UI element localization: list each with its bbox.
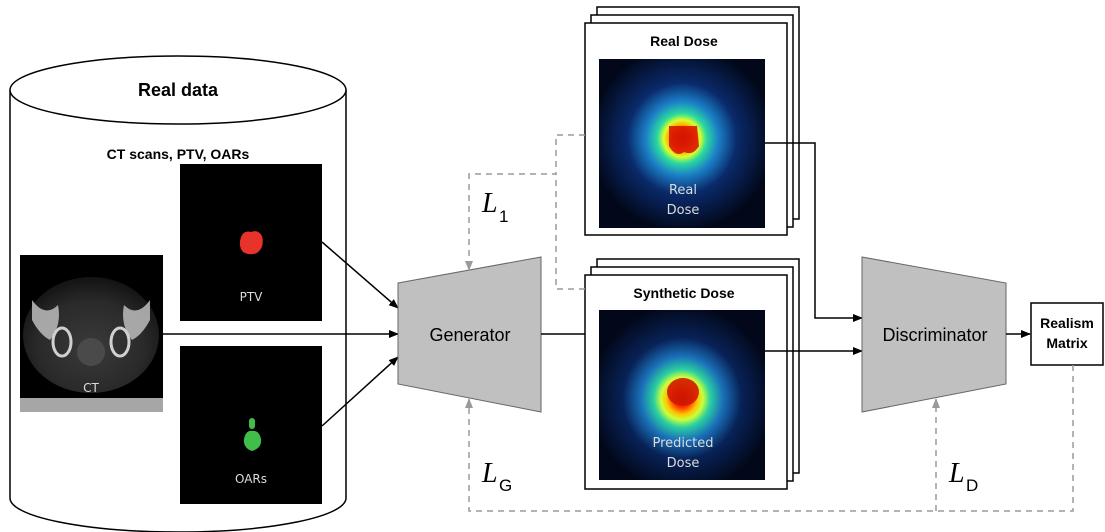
loss-l1-symbol: L [481, 188, 498, 219]
generator-label: Generator [429, 325, 510, 345]
ct-label: CT [83, 381, 99, 395]
oars-image: OARs [180, 346, 322, 504]
loss-ld-label: L D [948, 458, 978, 495]
loss-paths [465, 134, 1074, 512]
realism-matrix-line1: Realism [1040, 315, 1094, 331]
arrow-oars-to-generator [321, 356, 399, 427]
l1-path-synthetic [555, 174, 585, 290]
discriminator-shape [861, 256, 1007, 413]
loss-l1-label: L 1 [481, 188, 508, 226]
loss-ld-subscript: D [966, 476, 978, 495]
ct-femur-right [109, 326, 131, 358]
real-dose-image-line2: Dose [667, 203, 700, 218]
realism-matrix-line2: Matrix [1046, 335, 1087, 351]
realism-matrix-frame [1030, 302, 1104, 366]
oars-bladder [243, 430, 262, 451]
generator-block: Generator [397, 256, 542, 413]
input-arrows [163, 241, 399, 427]
ptv-label: PTV [240, 290, 264, 304]
loss-lg-label: L G [481, 458, 512, 495]
oars-label: OARs [235, 472, 267, 486]
ct-table [20, 398, 163, 412]
synthetic-dose-core [667, 378, 699, 406]
real-dose-stack: Real Dose Real Dose [584, 6, 800, 236]
cylinder-top [9, 55, 347, 125]
discriminator-label: Discriminator [882, 325, 987, 345]
synthetic-dose-stack: Synthetic Dose Predicted Dose [584, 258, 800, 490]
synthetic-dose-title: Synthetic Dose [633, 285, 734, 301]
real-dose-core [669, 126, 699, 154]
loss-lg-symbol: L [481, 458, 498, 489]
ct-bone-left [32, 300, 59, 340]
ct-femur-left [51, 326, 73, 358]
realism-matrix-box: Realism Matrix [1030, 302, 1104, 366]
synthetic-dose-image-line2: Dose [667, 456, 700, 471]
oars-rectum [249, 418, 255, 429]
arrow-real-dose-to-discriminator [765, 142, 863, 322]
real-dose-image-line1: Real [669, 183, 697, 198]
ct-bone-right [123, 300, 150, 340]
discriminator-block: Discriminator [861, 256, 1007, 413]
database-subtitle: CT scans, PTV, OARs [107, 146, 250, 162]
ptv-mask [239, 231, 263, 255]
loss-lg-subscript: G [499, 476, 512, 495]
real-dose-title: Real Dose [650, 33, 718, 49]
database-title: Real data [138, 80, 219, 100]
loss-ld-symbol: L [948, 458, 965, 489]
arrow-ptv-to-generator [321, 241, 399, 309]
ptv-image: PTV [180, 164, 322, 321]
synthetic-dose-image-line1: Predicted [652, 436, 713, 451]
loss-l1-subscript: 1 [499, 207, 508, 226]
lg-path [465, 365, 1074, 512]
generator-shape [397, 256, 542, 413]
ct-image: CT [20, 255, 163, 412]
ct-organ [77, 338, 105, 366]
